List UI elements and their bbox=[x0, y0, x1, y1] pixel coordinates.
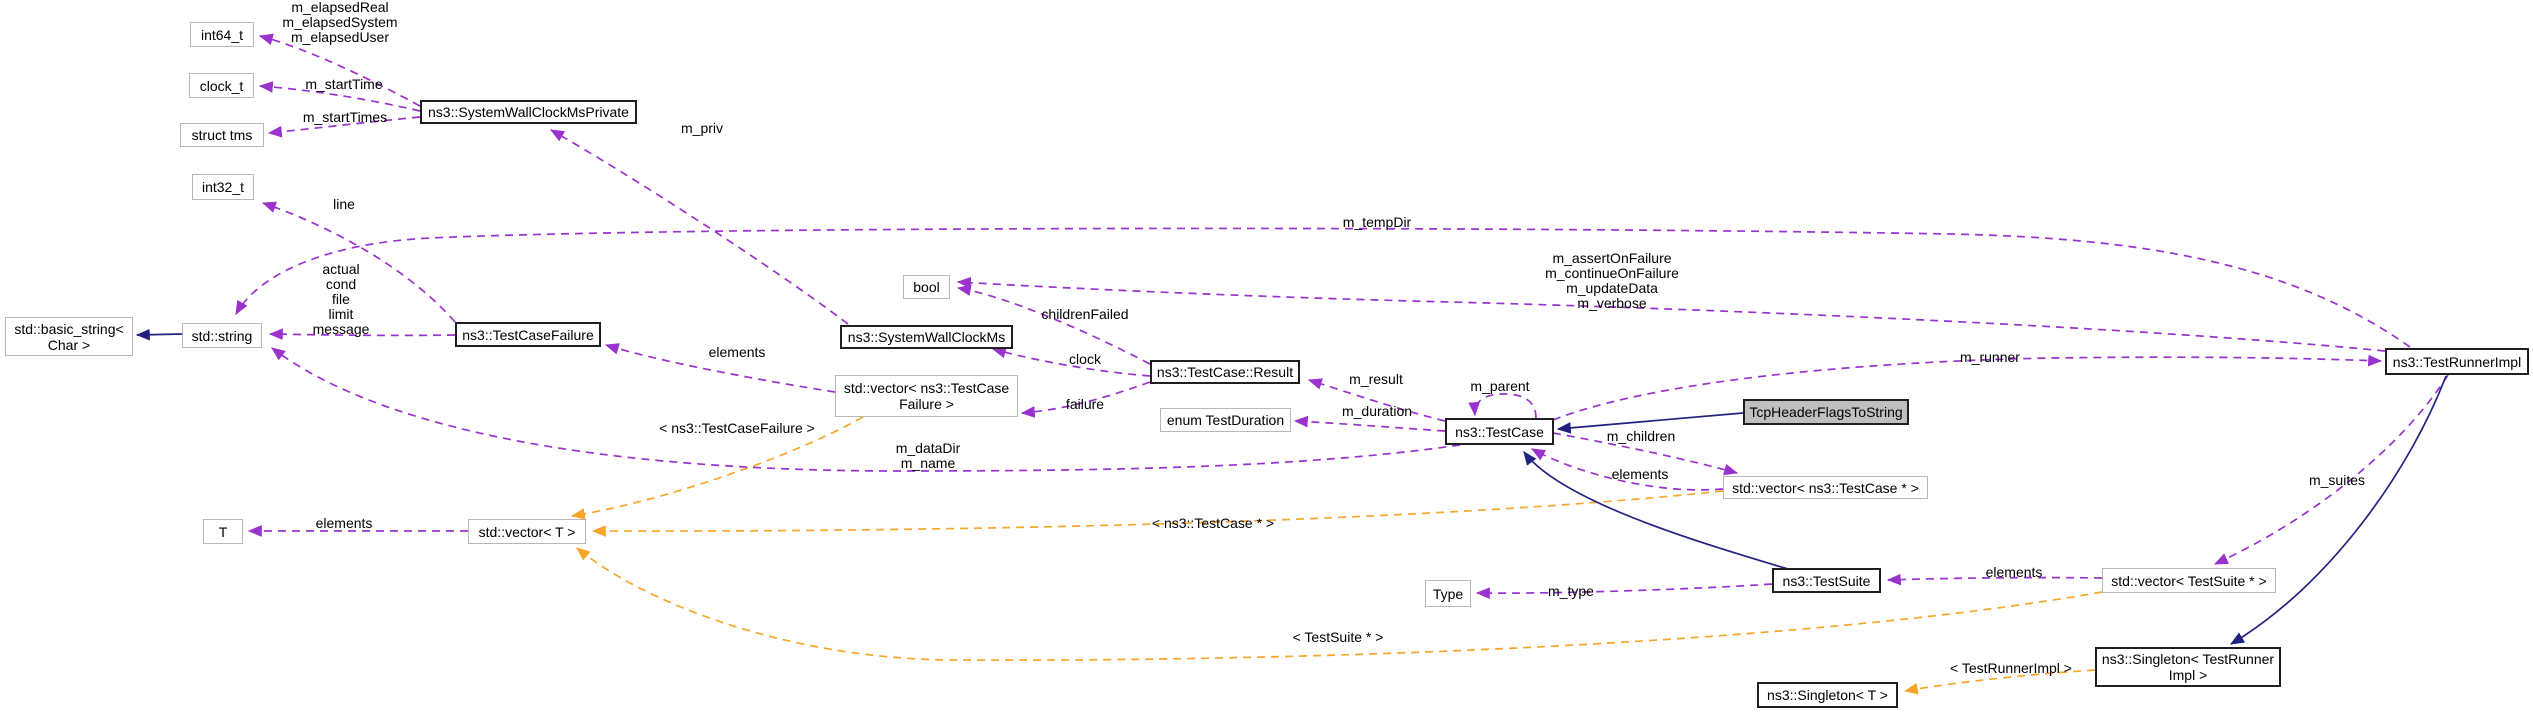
edge-template-testcasefailure bbox=[570, 416, 864, 520]
edge-inherit-testrunnerimpl bbox=[2229, 375, 2447, 645]
node-vector-test-suite-ptr: std::vector< TestSuite * > bbox=[2102, 568, 2276, 593]
node-std-string: std::string bbox=[182, 323, 262, 348]
edge-label-m-datadir-m-name: m_dataDir m_name bbox=[895, 440, 961, 471]
node-int32-t: int32_t bbox=[192, 174, 254, 200]
edge-label-clock: clock bbox=[1069, 351, 1101, 367]
node-system-wall-clock-ms[interactable]: ns3::SystemWallClockMs bbox=[840, 325, 1013, 349]
edge-label-m-starttime: m_startTime bbox=[305, 76, 383, 92]
edge-label-m-priv: m_priv bbox=[680, 120, 724, 136]
node-tcp-header-flags-to-string: TcpHeaderFlagsToString bbox=[1743, 399, 1909, 425]
edge-label-m-starttimes: m_startTimes bbox=[302, 109, 388, 125]
edge-m-elapsed bbox=[258, 33, 421, 107]
edge-m-datadir-m-name bbox=[271, 347, 1461, 472]
edge-label-m-runner: m_runner bbox=[1960, 349, 2020, 365]
edge-inherit-tcpheaderflagstostring bbox=[1556, 412, 1744, 434]
node-test-case-failure[interactable]: ns3::TestCaseFailure bbox=[455, 322, 601, 347]
edge-template-testsuite-ptr bbox=[576, 547, 2103, 662]
node-vector-t: std::vector< T > bbox=[468, 519, 586, 544]
node-struct-tms: struct tms bbox=[180, 123, 264, 147]
edge-label-failure: failure bbox=[1065, 396, 1105, 412]
edge-label-m-parent: m_parent bbox=[1470, 378, 1530, 394]
edge-label-m-duration: m_duration bbox=[1341, 403, 1413, 419]
node-vector-test-case-ptr: std::vector< ns3::TestCase * > bbox=[1723, 476, 1928, 499]
edge-line bbox=[261, 201, 456, 323]
edge-m-suites bbox=[2213, 374, 2449, 565]
edge-m-priv bbox=[549, 129, 849, 325]
edge-m-parent bbox=[1468, 393, 1537, 419]
node-enum-test-duration: enum TestDuration bbox=[1160, 408, 1291, 432]
edge-inherit-string bbox=[135, 328, 183, 341]
node-singleton-t[interactable]: ns3::Singleton< T > bbox=[1757, 682, 1898, 708]
edge-clock bbox=[991, 346, 1151, 377]
edge-m-type bbox=[1475, 583, 1773, 599]
edge-m-starttime bbox=[258, 81, 421, 112]
node-test-case-result[interactable]: ns3::TestCase::Result bbox=[1150, 360, 1300, 384]
node-test-runner-impl[interactable]: ns3::TestRunnerImpl bbox=[2385, 348, 2529, 375]
edge-inherit-testsuite bbox=[1523, 451, 1789, 570]
edge-label-m-children: m_children bbox=[1606, 428, 1676, 444]
edge-label-template-testcasefailure: < ns3::TestCaseFailure > bbox=[659, 420, 815, 436]
edge-m-duration bbox=[1293, 415, 1446, 432]
edge-label-childrenfailed: childrenFailed bbox=[1041, 306, 1129, 322]
edge-m-children bbox=[1552, 432, 1739, 476]
edge-failure bbox=[1020, 381, 1151, 418]
edge-m-runner bbox=[1552, 354, 2383, 421]
edge-label-elements-testsuite-ptr: elements bbox=[1985, 564, 2043, 580]
node-type: Type bbox=[1425, 580, 1471, 607]
edge-label-line: line bbox=[333, 196, 355, 212]
node-singleton-test-runner-impl[interactable]: ns3::Singleton< TestRunner Impl > bbox=[2095, 647, 2281, 687]
edge-label-m-suites: m_suites bbox=[2308, 472, 2366, 488]
edge-m-assert-flags bbox=[956, 276, 2386, 352]
edge-elements-testcasefailure bbox=[604, 343, 836, 393]
edge-label-elements-t: elements bbox=[315, 515, 373, 531]
edge-label-m-result: m_result bbox=[1349, 371, 1403, 387]
edge-label-failure-strings: actual cond file limit message bbox=[312, 261, 370, 337]
edge-childrenfailed bbox=[956, 284, 1151, 365]
edge-m-result bbox=[1307, 378, 1446, 422]
edge-label-template-testrunnerimpl: < TestRunnerImpl > bbox=[1950, 660, 2072, 676]
edge-label-elements-testcase-ptr: elements bbox=[1611, 466, 1669, 482]
edge-template-testrunnerimpl bbox=[1903, 669, 2096, 695]
edge-label-m-elapsed: m_elapsedReal m_elapsedSystem m_elapsedU… bbox=[282, 0, 398, 45]
edge-m-starttimes bbox=[267, 116, 421, 138]
edge-label-template-testsuite-ptr: < TestSuite * > bbox=[1292, 629, 1384, 645]
edge-label-m-type: m_type bbox=[1548, 583, 1594, 599]
edge-label-elements-testcasefailure: elements bbox=[708, 344, 766, 360]
node-t: T bbox=[203, 519, 243, 544]
node-system-wall-clock-ms-private[interactable]: ns3::SystemWallClockMsPrivate bbox=[420, 100, 637, 124]
node-int64-t: int64_t bbox=[190, 22, 254, 47]
node-clock-t: clock_t bbox=[189, 73, 254, 98]
edge-label-m-tempdir: m_tempDir bbox=[1342, 214, 1412, 230]
node-test-suite[interactable]: ns3::TestSuite bbox=[1772, 568, 1881, 593]
edge-label-m-assert-flags: m_assertOnFailure m_continueOnFailure m_… bbox=[1545, 250, 1679, 311]
node-bool: bool bbox=[903, 275, 950, 299]
node-basic-string: std::basic_string< Char > bbox=[5, 317, 133, 356]
edge-template-testcase-ptr bbox=[591, 490, 1724, 537]
node-test-case[interactable]: ns3::TestCase bbox=[1445, 418, 1554, 445]
node-vector-test-case-failure: std::vector< ns3::TestCase Failure > bbox=[835, 375, 1018, 417]
edge-label-template-testcase-ptr: < ns3::TestCase * > bbox=[1151, 515, 1275, 531]
